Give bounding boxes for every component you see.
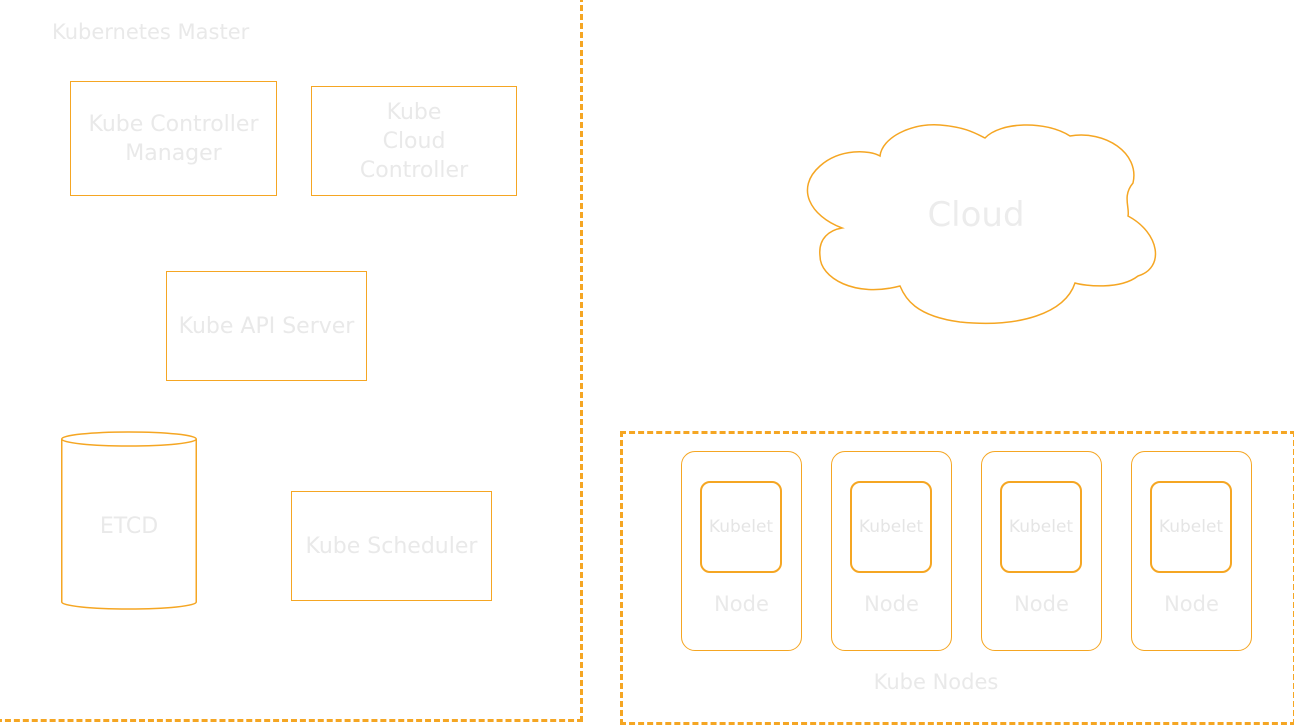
node-label: Node	[1014, 592, 1069, 616]
etcd-database-icon: ETCD	[61, 431, 197, 610]
node-label: Node	[864, 592, 919, 616]
node-label: Node	[1164, 592, 1219, 616]
kube-cloud-controller-box: Kube Cloud Controller	[311, 86, 517, 196]
node-label: Node	[714, 592, 769, 616]
kube-scheduler-label: Kube Scheduler	[305, 533, 478, 559]
kube-cloud-controller-label: Kube Cloud Controller	[359, 99, 469, 183]
cloud-icon: Cloud	[806, 124, 1157, 325]
kube-controller-manager-box: Kube Controller Manager	[70, 81, 277, 196]
node-card: Kubelet Node	[981, 451, 1102, 651]
kubelet-box: Kubelet	[850, 481, 932, 573]
node-card: Kubelet Node	[1131, 451, 1252, 651]
kubelet-box: Kubelet	[1000, 481, 1082, 573]
kubelet-label: Kubelet	[1158, 517, 1224, 537]
kubernetes-master-title: Kubernetes Master	[52, 20, 250, 44]
kubelet-box: Kubelet	[1150, 481, 1232, 573]
kube-api-server-label: Kube API Server	[178, 313, 355, 339]
kubelet-label: Kubelet	[708, 517, 774, 537]
kube-api-server-box: Kube API Server	[166, 271, 367, 381]
kube-controller-manager-label: Kube Controller Manager	[88, 111, 259, 166]
kube-scheduler-box: Kube Scheduler	[291, 491, 492, 601]
kubernetes-master-region	[0, 0, 583, 722]
etcd-label: ETCD	[100, 514, 158, 539]
kubelet-label: Kubelet	[1008, 517, 1074, 537]
cloud-label: Cloud	[927, 195, 1024, 235]
kube-nodes-title: Kube Nodes	[873, 670, 999, 694]
kubelet-label: Kubelet	[858, 517, 924, 537]
node-card: Kubelet Node	[831, 451, 952, 651]
kubelet-box: Kubelet	[700, 481, 782, 573]
node-card: Kubelet Node	[681, 451, 802, 651]
